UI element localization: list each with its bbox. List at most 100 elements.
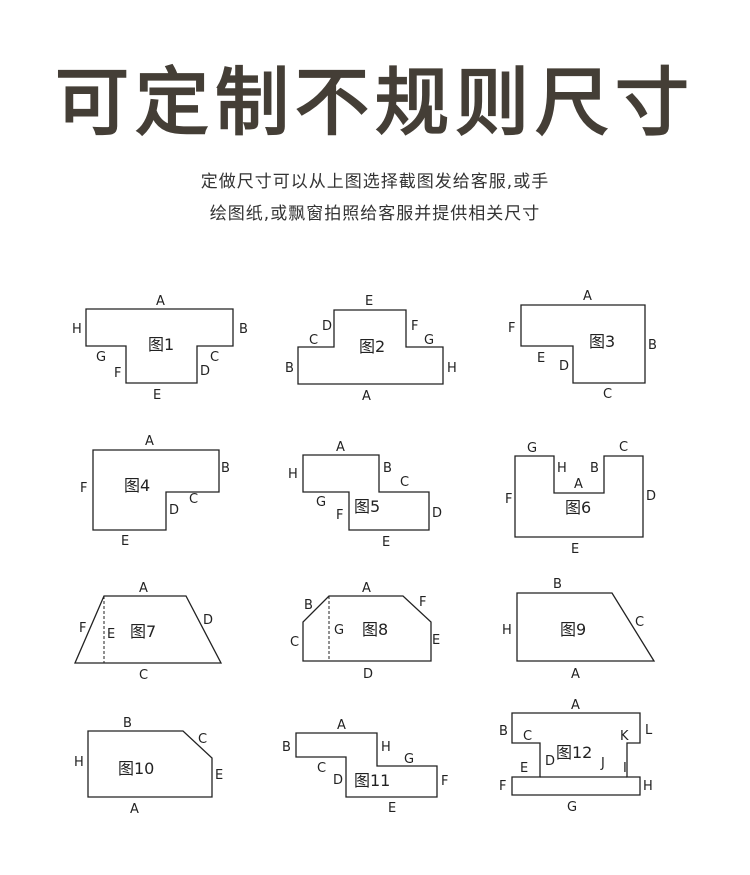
figure-10: 图10 B C H E A [74, 716, 223, 817]
figure-8: 图8 A B F C G E D [290, 581, 440, 682]
figure-10-label: E [215, 768, 223, 783]
figure-12-label: A [571, 698, 580, 713]
figure-5-label: H [288, 467, 298, 482]
figure-5-label: C [400, 475, 409, 490]
figure-6-label: G [527, 441, 537, 456]
figure-4-label: B [221, 461, 230, 476]
figure-9-label: C [635, 615, 644, 630]
figure-2-name: 图2 [359, 337, 385, 356]
figure-11-label: G [404, 752, 414, 767]
figure-7-label: A [139, 581, 148, 596]
figure-7: 图7 A F E D C [74, 581, 223, 683]
figure-7-label: E [107, 627, 115, 642]
figure-1-label: F [114, 366, 121, 381]
figure-11-label: F [441, 774, 448, 789]
figure-4-label: D [169, 503, 179, 518]
figure-5-label: A [336, 440, 345, 455]
figure-5-name: 图5 [354, 497, 380, 516]
figure-3: 图3 A F B E D C [508, 289, 657, 402]
figure-11-label: E [388, 801, 396, 816]
figure-11-label: C [317, 761, 326, 776]
figure-3-label: A [583, 289, 592, 304]
figure-10-label: B [123, 716, 132, 731]
figure-9: 图9 B H C A [502, 577, 656, 682]
figure-2-label: D [322, 319, 332, 334]
figure-2-label: B [285, 361, 294, 376]
figure-8-label: D [363, 667, 373, 682]
figure-7-name: 图7 [130, 622, 156, 641]
figure-1-label: E [153, 388, 161, 403]
figure-2-outline [297, 309, 444, 385]
figure-8-label: G [334, 623, 344, 638]
figure-7-label: C [139, 668, 148, 683]
figure-5-label: G [316, 495, 326, 510]
figure-6-outline [514, 455, 644, 538]
figure-12-label: C [523, 729, 532, 744]
figure-10-outline [87, 730, 213, 798]
figure-10-label: A [130, 802, 139, 817]
figure-8-label: B [304, 598, 313, 613]
figure-8-name: 图8 [362, 620, 388, 639]
figure-12-label: E [520, 761, 528, 776]
figure-11-label: A [337, 718, 346, 733]
figure-1-outline [85, 308, 234, 384]
figure-3-label: B [648, 338, 657, 353]
figure-1-label: A [156, 294, 165, 309]
figure-4-label: A [145, 434, 154, 449]
figure-12-label: K [620, 729, 629, 744]
figure-11-label: D [333, 773, 343, 788]
figure-12-outline [511, 712, 641, 796]
figure-9-label: H [502, 623, 512, 638]
figure-2-label: C [309, 333, 318, 348]
figure-12-label: D [545, 754, 555, 769]
figure-7-label: D [203, 613, 213, 628]
figure-10-label: H [74, 755, 84, 770]
figure-12-label: H [643, 779, 653, 794]
figure-1-label: G [96, 350, 106, 365]
figure-7-label: F [79, 621, 86, 636]
figure-1-label: H [72, 322, 82, 337]
figure-12-label: I [623, 761, 627, 776]
figure-3-label: D [559, 359, 569, 374]
figure-10-name: 图10 [118, 759, 154, 778]
description-line-1: 定做尺寸可以从上图选择截图发给客服,或手 [200, 172, 550, 192]
figure-11-label: B [282, 740, 291, 755]
figure-2-label: E [365, 294, 373, 309]
figure-6-label: A [574, 477, 583, 492]
figure-12-label: G [567, 800, 577, 815]
figure-4-label: C [189, 492, 198, 507]
figure-2-label: A [362, 389, 371, 404]
page-title: 可定制不规则尺寸 [55, 60, 695, 146]
figure-5: 图5 A H B C G F D E [288, 440, 442, 550]
figure-4-outline [92, 449, 220, 531]
figure-6-label: F [505, 492, 512, 507]
figure-2-label: F [411, 319, 418, 334]
figure-4: 图4 A B F C D E [80, 434, 230, 549]
figure-3-label: E [537, 351, 545, 366]
figure-1-label: C [210, 350, 219, 365]
figure-6-label: D [646, 489, 656, 504]
figure-11-outline [295, 732, 438, 798]
figure-6: 图6 G C H B A F D E [505, 440, 656, 557]
figure-11-name: 图11 [354, 771, 390, 790]
figure-12: 图12 A B C K L E D J I F H G [499, 698, 653, 815]
figure-4-label: E [121, 534, 129, 549]
figure-9-outline [516, 592, 656, 662]
figure-2-label: H [447, 361, 457, 376]
figure-5-label: F [336, 508, 343, 523]
description-line-2: 绘图纸,或飘窗拍照给客服并提供相关尺寸 [209, 204, 541, 224]
figure-5-outline [302, 454, 430, 531]
figure-1-name: 图1 [148, 335, 174, 354]
figure-6-label: E [571, 542, 579, 557]
figure-10-label: C [198, 732, 207, 747]
figure-7-outline [74, 595, 223, 664]
figure-9-label: A [571, 667, 580, 682]
figure-9-label: B [553, 577, 562, 592]
figure-12-label: F [499, 779, 506, 794]
figure-8-label: E [432, 633, 440, 648]
figure-11: 图11 A B H G C D F E [282, 718, 448, 816]
figure-5-label: B [383, 461, 392, 476]
figure-8-label: C [290, 635, 299, 650]
figure-4-label: F [80, 481, 87, 496]
